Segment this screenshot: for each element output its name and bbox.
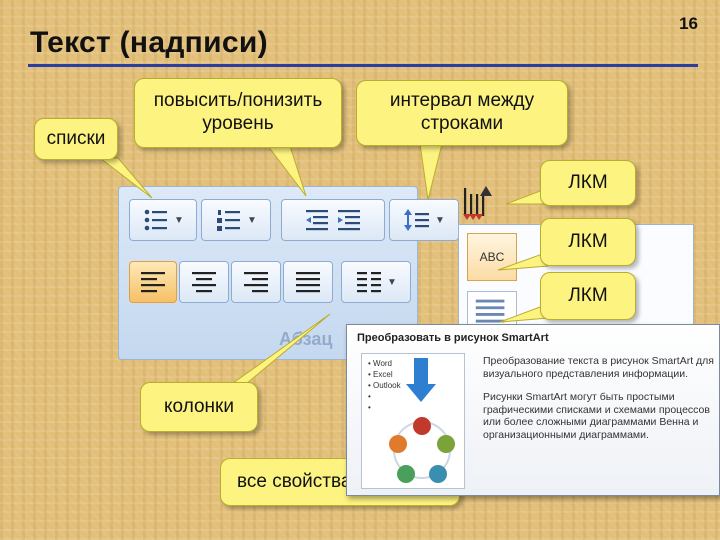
title-underline (28, 64, 698, 67)
numbering-button[interactable]: ▼ (201, 199, 271, 241)
callout-lkm-2: ЛКМ (540, 218, 636, 266)
tooltip-description: Преобразование текста в рисунок SmartArt… (483, 355, 715, 452)
numbering-icon (217, 210, 241, 231)
callout-lkm-1: ЛКМ (540, 160, 636, 206)
smartart-preview: Word Excel Outlook (361, 353, 465, 489)
smartart-arrow-icon (406, 358, 436, 402)
chevron-down-icon: ▼ (174, 214, 184, 226)
justify-icon (296, 272, 320, 293)
preview-list-item: Word (368, 358, 401, 369)
indent-buttons (281, 199, 385, 241)
slide-title: Текст (надписи) (30, 26, 268, 59)
chevron-down-icon: ▼ (247, 214, 257, 226)
align-left-button[interactable] (129, 261, 177, 303)
smartart-cycle-diagram (389, 358, 455, 483)
tooltip-title: Преобразовать в рисунок SmartArt (357, 332, 549, 344)
line-spacing-icon (404, 209, 430, 231)
chevron-down-icon: ▼ (387, 276, 397, 288)
callout-line-spacing: интервал между строками (356, 80, 568, 146)
chevron-down-icon: ▼ (435, 214, 445, 226)
smartart-tooltip: Преобразовать в рисунок SmartArt Word Ex… (346, 324, 720, 496)
slide-number: 16 (679, 14, 698, 33)
bullets-icon (144, 209, 168, 231)
bullets-button[interactable]: ▼ (129, 199, 197, 241)
tooltip-paragraph-2: Рисунки SmartArt могут быть простыми гра… (483, 391, 710, 441)
decrease-indent-icon[interactable] (303, 206, 331, 234)
line-spacing-button[interactable]: ▼ (389, 199, 459, 241)
callout-columns: колонки (140, 382, 258, 432)
align-right-button[interactable] (231, 261, 281, 303)
increase-indent-icon[interactable] (335, 206, 363, 234)
list-layout-icon (475, 299, 505, 323)
preview-list-item: Outlook (368, 380, 401, 391)
columns-icon (357, 272, 382, 293)
preview-list: Word Excel Outlook (368, 358, 401, 413)
text-style-tile[interactable]: ABC (467, 233, 517, 281)
preview-list-item: Excel (368, 369, 401, 380)
align-left-icon (141, 272, 165, 293)
tooltip-paragraph-1: Преобразование текста в рисунок SmartArt… (483, 355, 714, 380)
align-center-button[interactable] (179, 261, 229, 303)
columns-button[interactable]: ▼ (341, 261, 411, 303)
text-direction-icon[interactable] (462, 182, 500, 222)
callout-lists: списки (34, 118, 118, 160)
callout-lkm-3: ЛКМ (540, 272, 636, 320)
justify-button[interactable] (283, 261, 333, 303)
callout-indent: повысить/понизить уровень (134, 78, 342, 148)
paragraph-ribbon-group: ▼ ▼ ▼ (118, 186, 459, 360)
align-center-icon (192, 272, 216, 293)
align-right-icon (244, 272, 268, 293)
